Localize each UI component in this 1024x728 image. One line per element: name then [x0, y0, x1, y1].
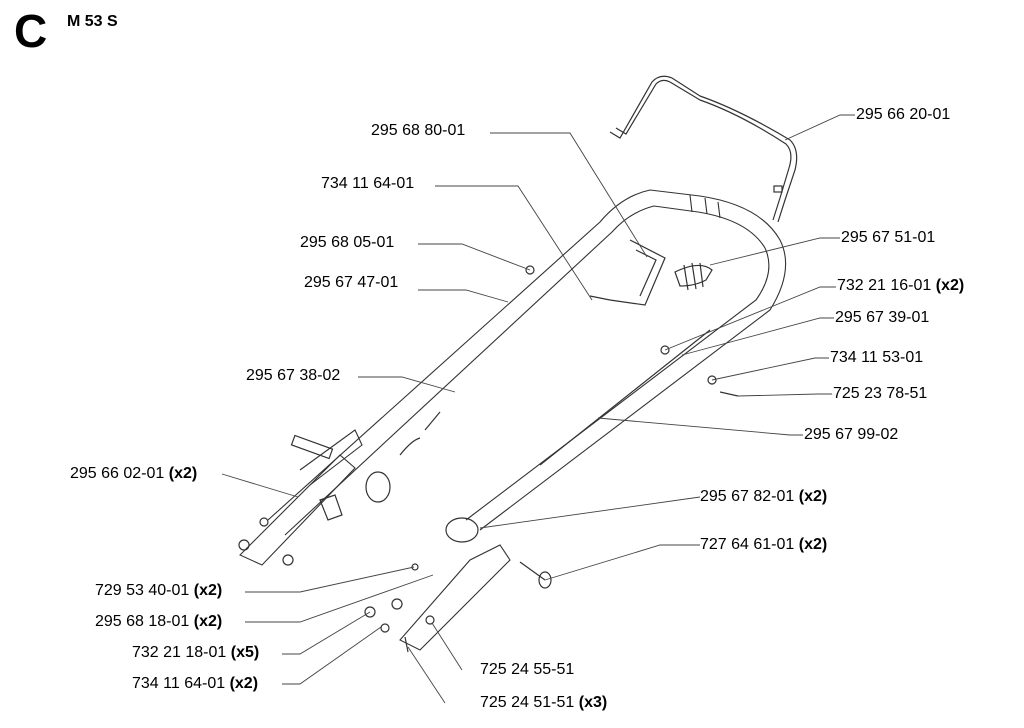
callout-725-24-51-51: 725 24 51-51 (x3) — [480, 694, 608, 711]
callout-295-68-05-01: 295 68 05-01 — [300, 234, 395, 251]
callout-295-67-82-01: 295 67 82-01 (x2) — [700, 488, 828, 505]
callout-295-67-51-01: 295 67 51-01 — [841, 229, 936, 246]
model-name: M 53 S — [67, 13, 118, 30]
section-letter: C — [14, 5, 48, 57]
leader-lines — [221, 114, 855, 704]
callout-734-11-64-01-x2: 734 11 64-01 (x2) — [132, 675, 259, 692]
cable-assembly — [399, 239, 713, 466]
fasteners — [238, 265, 739, 653]
callout-734-11-64-01: 734 11 64-01 — [321, 175, 415, 192]
control-bar — [609, 75, 798, 223]
callout-295-68-80-01: 295 68 80-01 — [371, 122, 466, 139]
callout-295-67-39-01: 295 67 39-01 — [835, 309, 930, 326]
callout-295-67-47-01: 295 67 47-01 — [304, 274, 399, 291]
upper-handle — [267, 189, 787, 536]
callout-295-67-38-02: 295 67 38-02 — [246, 367, 341, 384]
callout-725-24-55-51: 725 24 55-51 — [480, 661, 575, 678]
callout-295-67-99-02: 295 67 99-02 — [804, 426, 899, 443]
callout-295-66-02-01: 295 66 02-01 (x2) — [70, 465, 198, 482]
callout-727-64-61-01: 727 64 61-01 (x2) — [700, 536, 828, 553]
lower-handle-right — [399, 517, 552, 651]
callout-725-23-78-51: 725 23 78-51 — [833, 385, 928, 402]
lower-handle-left — [239, 429, 391, 566]
callout-732-21-18-01: 732 21 18-01 (x5) — [132, 644, 260, 661]
callout-732-21-16-01: 732 21 16-01 (x2) — [837, 277, 965, 294]
callout-734-11-53-01: 734 11 53-01 — [830, 349, 924, 366]
callout-295-66-20-01: 295 66 20-01 — [856, 106, 951, 123]
callout-729-53-40-01: 729 53 40-01 (x2) — [95, 582, 223, 599]
callout-295-68-18-01: 295 68 18-01 (x2) — [95, 613, 223, 630]
